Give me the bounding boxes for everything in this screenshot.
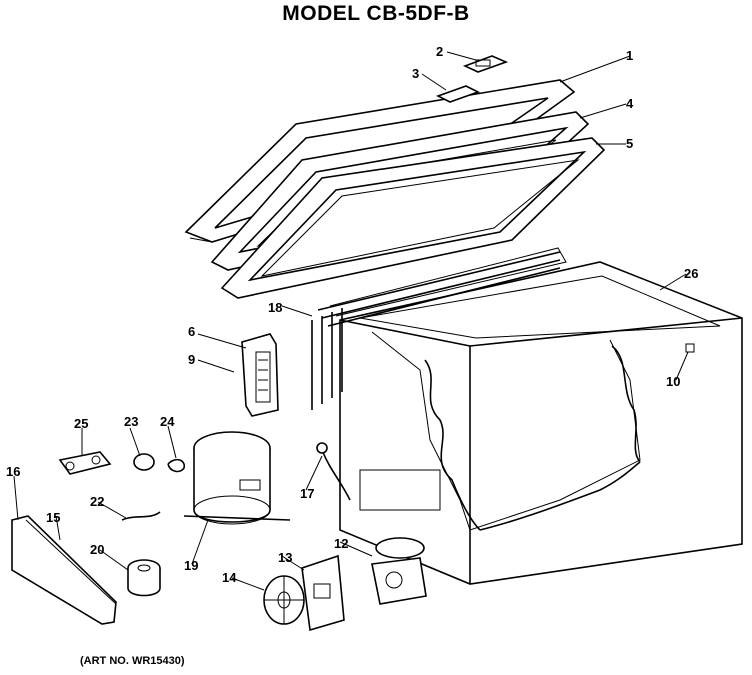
compressor <box>183 431 291 525</box>
part-label-17: 17 <box>300 486 314 501</box>
fan-motor-part-12 <box>371 537 427 605</box>
art-number: (ART NO. WR15430) <box>80 655 185 667</box>
part-label-26: 26 <box>684 266 698 281</box>
part-label-15: 15 <box>46 510 60 525</box>
part-label-12: 12 <box>334 536 348 551</box>
handle-part-2 <box>462 55 509 73</box>
clip-part-24 <box>167 458 186 473</box>
part-label-4: 4 <box>626 96 634 111</box>
part-label-3: 3 <box>412 66 419 81</box>
leader-lines <box>13 51 689 591</box>
fan-wheel-part-14 <box>263 575 305 625</box>
relay-part-23 <box>133 453 155 471</box>
overload-part-25 <box>58 451 112 475</box>
fan-bracket-part-13 <box>301 554 345 632</box>
part-label-9: 9 <box>188 352 195 367</box>
grommet-part-20 <box>127 559 161 597</box>
drain-tube-part-17 <box>316 442 351 501</box>
part-label-25: 25 <box>74 416 88 431</box>
part-label-14: 14 <box>222 570 237 585</box>
thermostat-bracket <box>241 333 279 417</box>
handle-part-3 <box>435 85 481 103</box>
part-label-24: 24 <box>160 414 175 429</box>
part-label-5: 5 <box>626 136 633 151</box>
access-panel <box>11 515 117 625</box>
part-label-19: 19 <box>184 558 198 573</box>
part-label-20: 20 <box>90 542 104 557</box>
part-label-6: 6 <box>188 324 195 339</box>
part-label-1: 1 <box>626 48 633 63</box>
part-label-2: 2 <box>436 44 443 59</box>
wire-part-22 <box>121 511 161 521</box>
part-label-13: 13 <box>278 550 292 565</box>
diagram-title: MODEL CB-5DF-B <box>282 2 470 25</box>
part-label-23: 23 <box>124 414 138 429</box>
freezer-cabinet <box>339 261 743 585</box>
part-label-10: 10 <box>666 374 680 389</box>
part-label-18: 18 <box>268 300 282 315</box>
lid-gasket <box>220 137 606 299</box>
part-label-22: 22 <box>90 494 104 509</box>
condenser-coil <box>311 247 567 410</box>
part-label-16: 16 <box>6 464 20 479</box>
